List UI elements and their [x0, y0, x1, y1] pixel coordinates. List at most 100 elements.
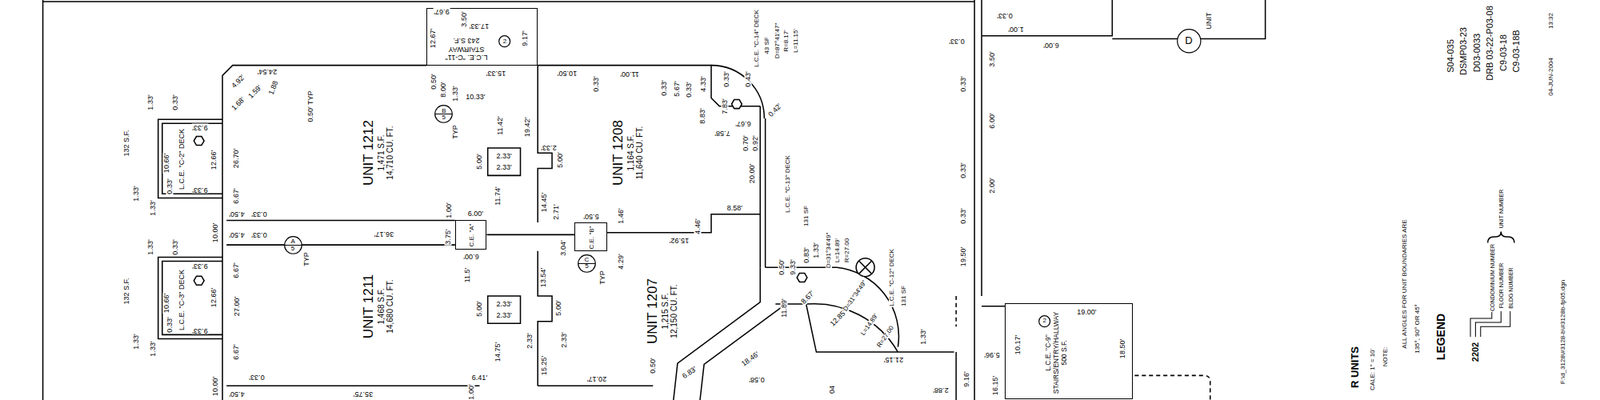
node-detail: STAIRWAY	[444, 44, 488, 53]
plan-label: L.C.E. "C-13" DECK	[784, 154, 792, 214]
plan-label: 18.50'	[1119, 338, 1127, 360]
deck-railing	[158, 119, 223, 198]
plan-label: 04-JUN-2004	[1548, 56, 1555, 97]
plan-label: 2.33'	[540, 143, 558, 151]
node-detail: 14,680 CU. FT.	[385, 273, 396, 339]
text-group: UNIT 12121,471 S.F.14,710 CU. FT.	[360, 120, 396, 186]
plan-label: 14.45'	[540, 191, 548, 212]
text-group: B5	[441, 107, 446, 121]
wall-notch	[488, 148, 521, 324]
plan-label: 5.67'	[672, 80, 680, 97]
text-group: D	[1184, 35, 1192, 48]
callout-circle	[435, 105, 453, 124]
plan-label: 4.46'	[694, 218, 702, 236]
plan-label: 1.33'	[146, 93, 154, 111]
plan-label: 10.50'	[556, 68, 578, 76]
exterior-wall	[222, 65, 427, 400]
callout-circle	[284, 236, 302, 254]
plan-label: 11.74'	[494, 185, 502, 207]
plan-label: 36.17'	[372, 230, 394, 238]
common-element-box: C.E. "B"	[574, 222, 608, 252]
party-wall	[226, 220, 456, 246]
plan-label: 9.16'	[962, 371, 970, 388]
circled-number: 2	[1038, 315, 1051, 328]
plan-label: 10.17'	[1013, 334, 1021, 356]
plan-label: 0.50' TYP	[306, 89, 314, 123]
plan-label: 9.67'	[433, 8, 451, 16]
plan-label: 0.33'	[948, 37, 966, 45]
node-title: C.E. "B"	[588, 226, 596, 250]
plan-label: L.C.E. "C-2" DECK	[178, 128, 186, 191]
plan-label: L=14.89'	[834, 236, 841, 264]
plan-label: 5.00'	[476, 300, 484, 318]
plan-label: 20.17'	[586, 375, 608, 383]
plan-label: ALL ANGLES FOR UNIT BOUNDARIES ARE	[1401, 218, 1408, 349]
node-detail: 1,215 S.F.	[660, 278, 670, 344]
node-detail: 1,468 S.F.	[376, 273, 386, 339]
plan-label: 2.33'	[525, 332, 533, 349]
lce-stairs-box: L.C.E. "C-9"STAIRS/ENTRY/HALLWAY500 S.F.…	[1004, 303, 1132, 400]
plan-label: 13.54'	[539, 267, 547, 288]
plan-label: 4.50'	[228, 390, 245, 398]
plan-label: 2.33'	[495, 312, 512, 320]
plan-label: 131 SF	[803, 205, 810, 228]
section-marker: B5	[434, 104, 453, 124]
unit-area: UNIT 12081,164 S.F.11,640 CU. FT.	[596, 96, 659, 209]
callout-circle	[578, 254, 596, 272]
plan-label: 0.33'	[165, 178, 173, 196]
plan-label: 1.46'	[616, 208, 624, 225]
plan-label: TYP	[598, 269, 606, 286]
plan-label: 1.68'	[230, 95, 248, 112]
plan-label: 6.67'	[734, 120, 752, 128]
plan-label: 13:32	[1548, 11, 1555, 29]
node-title: UNIT 1207	[644, 278, 660, 344]
plan-label: 6.83'	[680, 364, 700, 381]
legend-brace	[1488, 232, 1515, 244]
hexagon-symbol	[796, 272, 808, 282]
plan-label: 24.54'	[256, 68, 278, 76]
plan-label: 0.33'	[250, 231, 268, 239]
text-group: UNIT 12081,164 S.F.11,640 CU. FT.	[610, 120, 645, 186]
plan-label: 20.00'	[748, 163, 756, 184]
plan-label: 27.00'	[232, 296, 240, 317]
node-title: 2	[1043, 317, 1047, 325]
legend-leader	[1470, 311, 1511, 337]
plan-label: 4.92'	[230, 72, 248, 90]
plan-label: 5.50'	[582, 212, 600, 220]
heading-label: 2202	[1471, 341, 1480, 363]
plan-label: 2.33'	[495, 300, 512, 308]
plan-label: 0.50'	[430, 72, 438, 90]
plan-label: 132 S.F.	[123, 128, 131, 157]
plan-label: 0.33'	[723, 71, 731, 88]
plan-label: 11.42'	[496, 115, 504, 136]
plan-label: 15.92'	[668, 236, 690, 244]
plan-label: 3.04'	[560, 239, 568, 256]
node-detail: 1,471 S.F.	[376, 120, 386, 186]
plan-label: 7.83'	[720, 97, 728, 115]
plan-label: 19.50'	[960, 246, 968, 268]
plan-label: 4.50'	[228, 209, 245, 217]
plan-label: 6.67'	[232, 343, 240, 360]
plan-label: 1.33'	[132, 333, 140, 351]
plan-label: 6.00'	[463, 252, 480, 260]
plan-label: 1.88	[267, 79, 280, 96]
plan-label: 15.25'	[540, 355, 548, 376]
plan-label: 132 S.F.	[123, 276, 131, 305]
plan-label: S04-035	[1445, 38, 1455, 74]
plan-label: C9-03-18B	[1512, 28, 1521, 73]
plan-label: 0.50'	[778, 259, 786, 276]
plan-label: 11.00'	[619, 69, 640, 77]
plan-label: UNIT	[1205, 11, 1213, 30]
exterior-wall	[760, 106, 765, 268]
heading-label: R UNITS	[1348, 345, 1360, 389]
plan-label: 135°, 90° OR 45°	[1414, 303, 1421, 355]
plan-label: L=14.89'	[859, 312, 880, 337]
party-wall	[486, 234, 575, 236]
plan-label: NOTE:	[1382, 346, 1389, 368]
plan-label: 12.66'	[209, 287, 217, 308]
plan-label: 14.75'	[494, 341, 502, 363]
common-element-box: C.E. "A"	[455, 220, 488, 250]
plan-label: 9.33'	[789, 259, 797, 276]
